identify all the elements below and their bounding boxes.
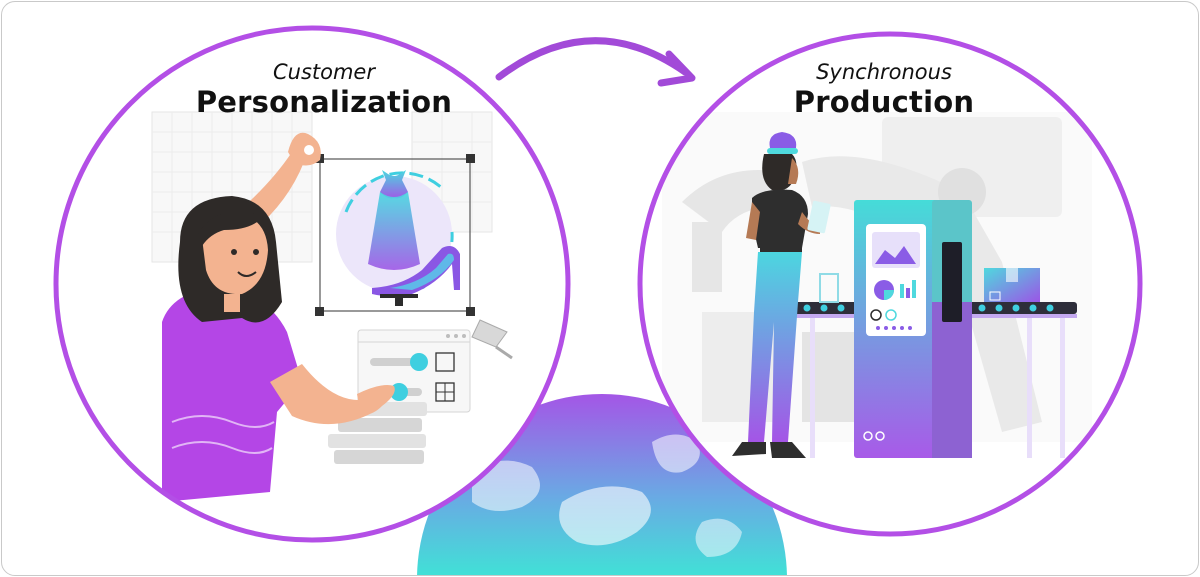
- left-circle-border: [53, 25, 571, 543]
- personalization-subtitle: Customer: [272, 60, 375, 84]
- shoe-icon: [372, 246, 460, 306]
- arrow-icon: [495, 37, 696, 87]
- production-heading: Synchronous Production: [734, 59, 1034, 119]
- books-stack: [328, 402, 427, 464]
- personalization-stage: [53, 25, 571, 543]
- production-title: Production: [793, 85, 975, 119]
- personalization-title: Personalization: [195, 85, 453, 119]
- woman-figure: [162, 132, 395, 502]
- worker-figure: [732, 132, 831, 458]
- dress-icon: [368, 170, 420, 270]
- glass-icon: [819, 273, 839, 303]
- right-circle-border: [637, 31, 1143, 537]
- production-stage: [637, 31, 1143, 537]
- design-canvas: [315, 154, 475, 316]
- pen-tool-icon: [471, 319, 513, 360]
- production-machine: [854, 200, 972, 458]
- personalization-heading: Customer Personalization: [174, 59, 474, 119]
- box-icon: [984, 268, 1040, 302]
- production-subtitle: Synchronous: [816, 60, 952, 84]
